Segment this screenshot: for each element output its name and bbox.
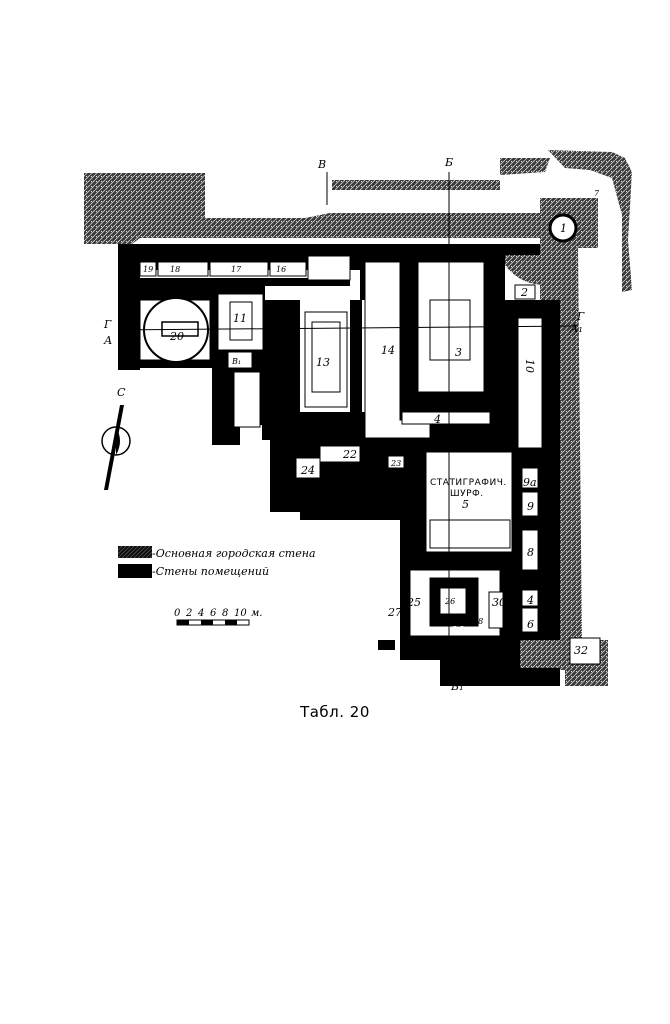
legend-swatch-city-wall [118, 546, 152, 558]
room-2: 2 [520, 286, 528, 299]
room-32: 32 [574, 644, 588, 657]
scale-tick-6: 6 [210, 608, 217, 619]
room-21: 21 [241, 388, 256, 401]
room-6: 6 [527, 618, 534, 631]
room-20: 20 [169, 330, 184, 343]
room-29: 29 [450, 624, 465, 637]
section-a-right: А₁ [569, 322, 583, 335]
scale-unit: м. [251, 608, 262, 619]
scale-bar: 0 2 4 6 8 10 м. [174, 608, 262, 626]
section-lines [117, 172, 579, 680]
room-14: 14 [381, 344, 395, 357]
legend: -Основная городская стена -Стены помещен… [118, 546, 316, 578]
room-5: 5 [462, 498, 469, 511]
legend-room-walls: -Стены помещений [152, 565, 269, 578]
room-1: 1 [560, 222, 567, 235]
room-30: 30 [492, 596, 506, 609]
room-11: 11 [233, 312, 247, 325]
room-10: 10 [523, 359, 536, 373]
scale-tick-4: 4 [197, 608, 204, 619]
room-28: 28 [472, 617, 483, 626]
room-27: 27 [387, 606, 402, 619]
room-18: 18 [170, 265, 180, 274]
shurf-line-2: ШУРФ. [450, 489, 484, 499]
room-labels: 1 2 3 4 5 6 4 8 9 9a 10 11 13 14 15 16 1… [143, 189, 600, 657]
room-15: 15 [318, 262, 332, 275]
shurf-line-1: СТАТИГРАФИЧ. [430, 478, 507, 488]
plate-caption: Табл. 20 [300, 703, 370, 721]
scale-tick-2: 2 [185, 608, 192, 619]
shurf-label: СТАТИГРАФИЧ. ШУРФ. [430, 478, 507, 499]
room-interiors [139, 255, 601, 665]
room-7: 7 [594, 189, 600, 198]
scale-tick-0: 0 [174, 608, 181, 619]
room-3: 3 [455, 346, 462, 359]
room-26: 26 [444, 597, 455, 606]
section-v-top: В [317, 158, 326, 171]
room-4b: 4 [526, 594, 534, 607]
room-b1: В₁ [231, 357, 241, 366]
room-24: 24 [300, 464, 315, 477]
room-19: 19 [143, 265, 153, 274]
section-b-bottom: Б₁ [450, 680, 464, 693]
room-17: 17 [231, 265, 242, 274]
room-22: 22 [342, 448, 357, 461]
room-9a: 9a [523, 476, 537, 489]
section-b-top: Б [444, 156, 453, 169]
section-labels: В Б Б₁ Г А Г А₁ [103, 156, 585, 693]
north-label: С [117, 386, 126, 399]
legend-swatch-room-walls [118, 564, 152, 578]
room-16: 16 [276, 265, 286, 274]
legend-city-wall: -Основная городская стена [152, 547, 316, 560]
room-23: 23 [390, 459, 401, 468]
scale-tick-8: 8 [222, 608, 228, 619]
north-arrow: С [101, 386, 131, 490]
section-a-left: А [103, 334, 112, 347]
room-8: 8 [527, 546, 534, 559]
room-25: 25 [406, 596, 421, 609]
scale-tick-10: 10 [234, 608, 247, 619]
room-13: 13 [316, 356, 330, 369]
room-4: 4 [433, 413, 441, 426]
room-9: 9 [527, 500, 534, 513]
section-g-left: Г [103, 318, 112, 331]
section-g-right: Г [576, 310, 585, 323]
